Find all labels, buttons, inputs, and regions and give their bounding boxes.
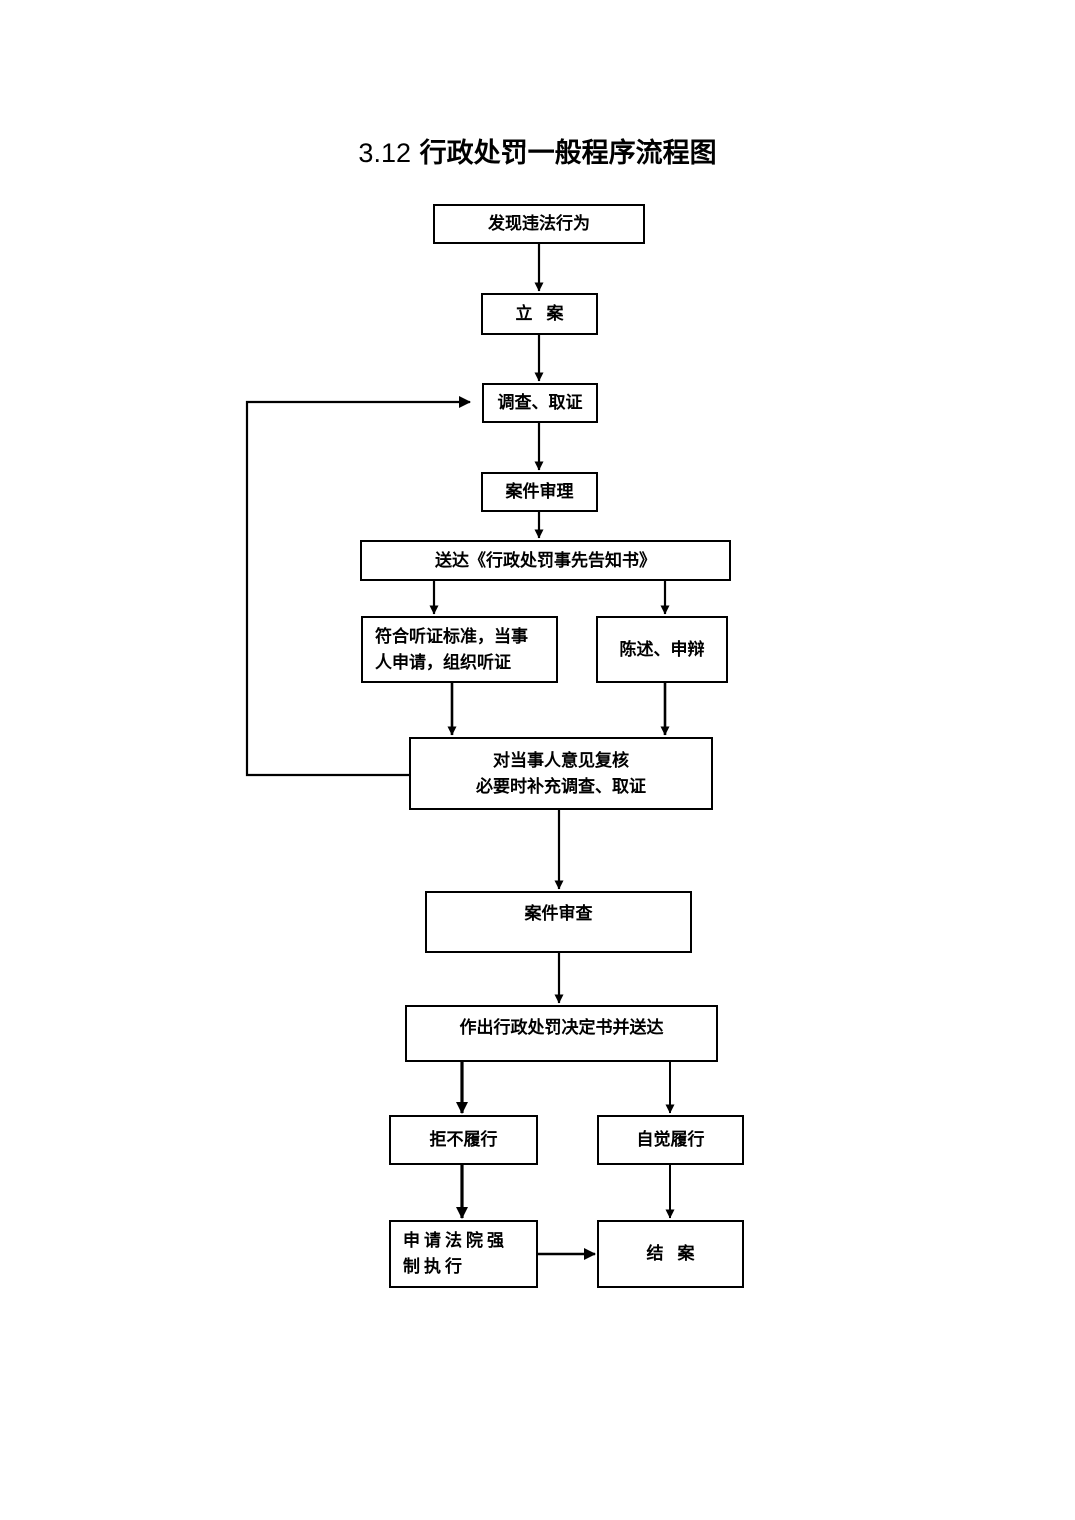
node-review-party-opinion[interactable]: 对当事人意见复核 必要时补充调查、取证 (409, 737, 713, 810)
node-case-trial[interactable]: 案件审理 (481, 472, 598, 512)
node-refuse-to-perform[interactable]: 拒不履行 (389, 1115, 538, 1165)
page-title: 3.12 行政处罚一般程序流程图 (0, 131, 1075, 170)
title-number: 3.12 (358, 138, 411, 168)
node-case-filing[interactable]: 立案 (481, 293, 598, 335)
node-statement-defense[interactable]: 陈述、申辩 (596, 616, 728, 683)
edge-n8-n3-feedback (245, 396, 471, 777)
node-case-examination[interactable]: 案件审查 (425, 891, 692, 953)
node-issue-penalty-decision[interactable]: 作出行政处罚决定书并送达 (405, 1005, 718, 1062)
node-serve-prior-notice[interactable]: 送达《行政处罚事先告知书》 (360, 540, 731, 581)
title-text: 行政处罚一般程序流程图 (419, 138, 717, 169)
node-discover-violation[interactable]: 发现违法行为 (433, 204, 645, 244)
node-apply-court-enforcement[interactable]: 申请法院强 制执行 (389, 1220, 538, 1288)
node-case-closed[interactable]: 结案 (597, 1220, 744, 1288)
node-voluntary-performance[interactable]: 自觉履行 (597, 1115, 744, 1165)
node-hearing-criteria[interactable]: 符合听证标准，当事 人申请，组织听证 (361, 616, 558, 683)
node-investigate-evidence[interactable]: 调查、取证 (482, 383, 598, 423)
